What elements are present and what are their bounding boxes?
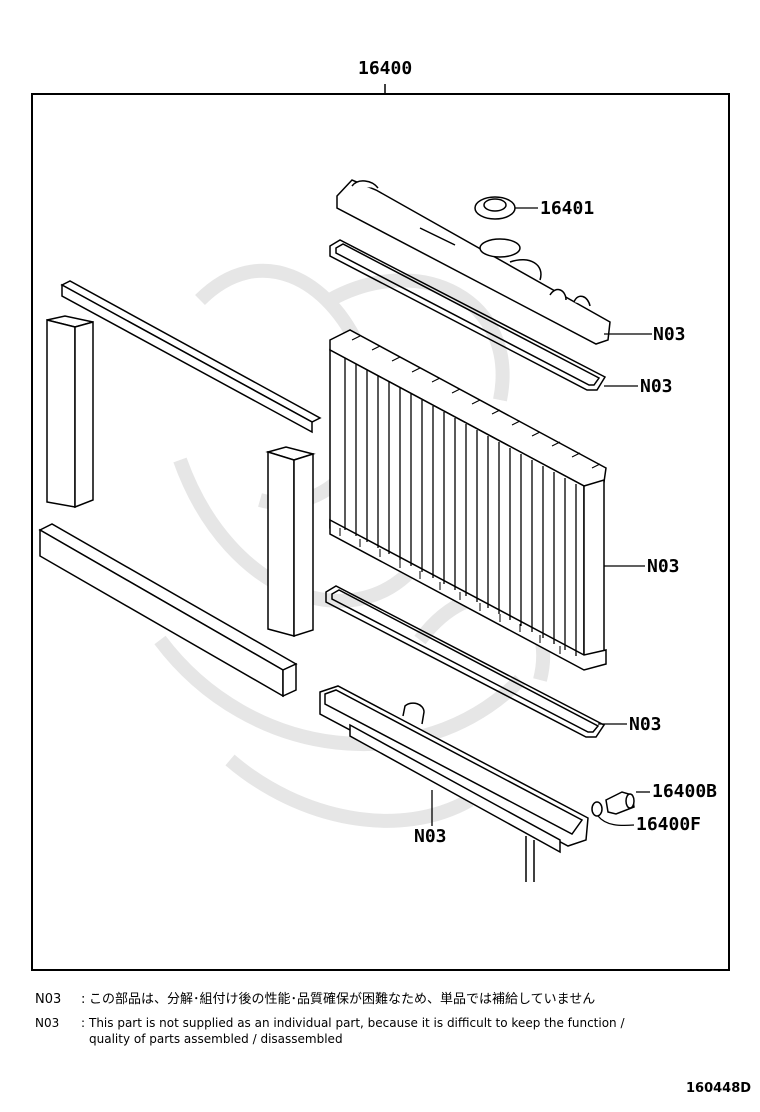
lower-tank <box>319 685 589 882</box>
core-fins <box>344 358 577 656</box>
leader-lines <box>431 207 652 827</box>
left-seal-block <box>46 315 94 509</box>
assembly-label: 16400 <box>358 58 413 79</box>
radiator-cap <box>474 196 516 220</box>
note-japanese: N03:この部品は、分解･組付け後の性能･品質確保が困難なため、単品では補給して… <box>35 992 595 1008</box>
callout-upper-gasket: N03 <box>640 376 673 397</box>
bottom-support-bar <box>38 523 298 698</box>
drain-cock-oring <box>591 801 603 817</box>
upper-gasket <box>329 239 607 391</box>
drain-cock-plug <box>605 791 635 815</box>
note-separator: : <box>81 1016 86 1030</box>
figure-id: 160448D <box>686 1081 752 1096</box>
callout-drain-cock-oring: 16400F <box>636 814 702 835</box>
callout-drain-cock-plug: 16400B <box>652 781 718 802</box>
callout-upper-tank: N03 <box>653 324 686 345</box>
note-text: この部品は、分解･組付け後の性能･品質確保が困難なため、単品では補給していません <box>89 992 596 1007</box>
assembly-frame <box>31 93 730 971</box>
note-separator: : <box>81 992 86 1007</box>
right-seal-block <box>265 446 316 638</box>
note-text-continued: quality of parts assembled / disassemble… <box>89 1032 343 1046</box>
callout-lower-gasket: N03 <box>629 714 662 735</box>
core-fin-teeth <box>339 335 601 654</box>
note-english: N03:This part is not supplied as an indi… <box>35 1015 625 1047</box>
note-code: N03 <box>35 1016 60 1030</box>
note-text: This part is not supplied as an individu… <box>89 1016 625 1030</box>
callout-lower-tank: N03 <box>414 826 447 847</box>
callout-core: N03 <box>647 556 680 577</box>
callout-cap: 16401 <box>540 198 595 219</box>
upper-tank <box>336 179 611 345</box>
lower-gasket <box>325 585 606 738</box>
note-code: N03 <box>35 992 62 1007</box>
top-support-bar <box>60 280 322 434</box>
